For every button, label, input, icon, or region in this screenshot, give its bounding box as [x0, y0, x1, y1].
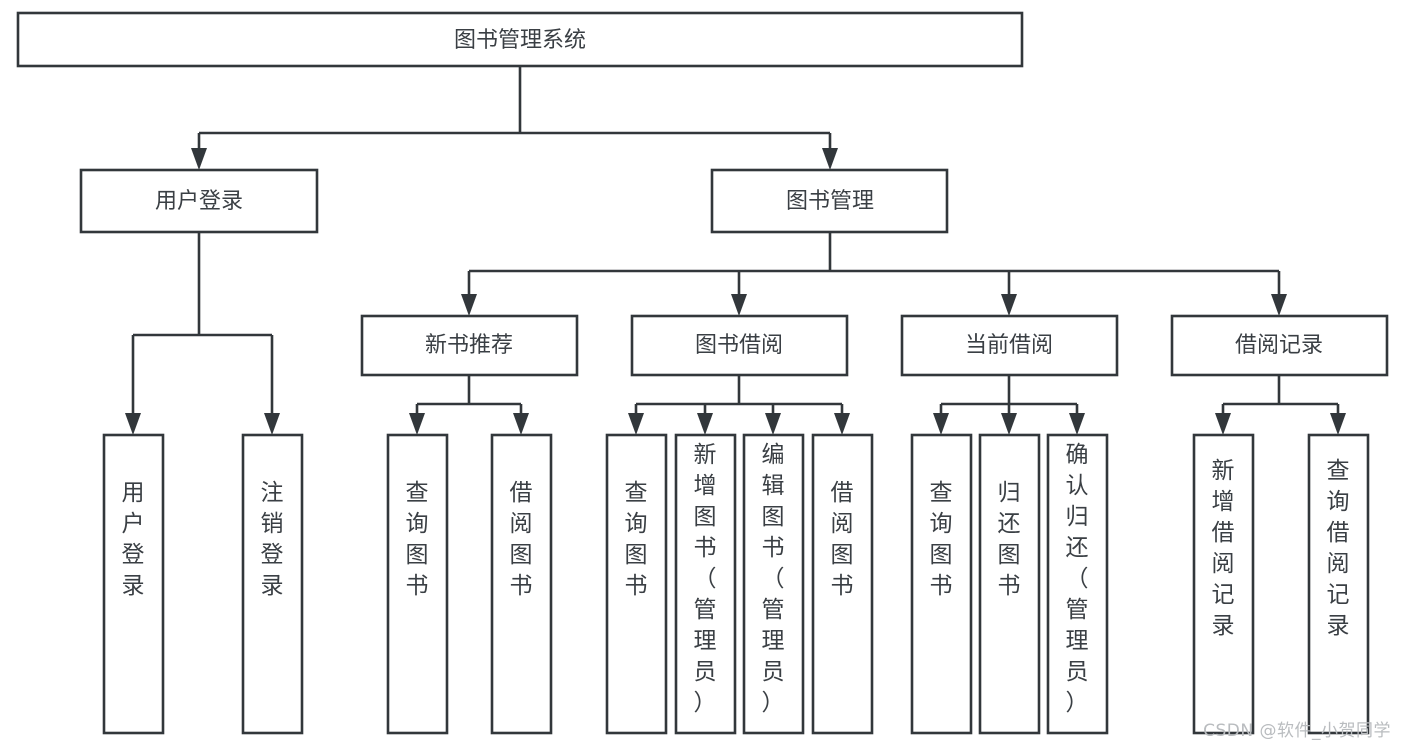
arrowhead-borrow-leaf4: [834, 413, 850, 435]
leaf-borrow-query-book-label: 查询图书: [625, 480, 648, 599]
leaf-recommend-query-book-label: 查询图书: [406, 480, 429, 599]
leaf-recommend-query-book[interactable]: 查询图书: [386, 433, 449, 735]
book-borrow-label: 图书借阅: [695, 333, 783, 358]
leaf-logout-box[interactable]: [241, 433, 304, 735]
leaf-borrow-add-book-label: 新增图书（管理员）: [694, 442, 717, 716]
leaf-borrow-edit-book[interactable]: 编辑图书（管理员）: [742, 433, 805, 735]
arrowhead-current-leaf2: [1001, 413, 1017, 435]
arrowhead-current-borrow: [1001, 294, 1017, 316]
leaf-logout-label: 注销登录: [261, 480, 284, 599]
arrowhead-borrow-leaf1: [628, 413, 644, 435]
arrowhead-current-leaf3: [1069, 413, 1085, 435]
arrowhead-recommend-leaf2: [513, 413, 529, 435]
borrow-record-box[interactable]: [1170, 314, 1389, 377]
book-management-box[interactable]: [710, 168, 949, 234]
current-borrow-box[interactable]: [900, 314, 1119, 377]
book-borrow-box[interactable]: [630, 314, 849, 377]
leaf-recommend-borrow-book-box[interactable]: [490, 433, 553, 735]
leaf-user-login-label: 用户登录: [122, 480, 145, 599]
leaf-current-return-book-box[interactable]: [978, 433, 1041, 735]
arrowhead-borrow-leaf2: [697, 413, 713, 435]
arrowhead-recommend-leaf1: [409, 413, 425, 435]
arrowhead-user-login: [191, 148, 207, 170]
leaf-recommend-borrow-book[interactable]: 借阅图书: [490, 433, 553, 735]
csdn-watermark: CSDN @软件_小贺同学: [1203, 721, 1391, 741]
node-current-borrow[interactable]: 当前借阅: [900, 314, 1119, 377]
leaf-user-login[interactable]: 用户登录: [102, 433, 165, 735]
leaf-borrow-add-book-box[interactable]: [674, 433, 737, 735]
leaf-recommend-query-book-box[interactable]: [386, 433, 449, 735]
current-borrow-label: 当前借阅: [965, 333, 1053, 358]
leaf-record-query[interactable]: 查询借阅记录: [1307, 433, 1370, 735]
leaf-borrow-borrow-book-box[interactable]: [811, 433, 874, 735]
arrowhead-borrow-leaf3: [765, 413, 781, 435]
borrow-record-label: 借阅记录: [1235, 333, 1323, 358]
leaf-current-confirm-return[interactable]: 确认归还（管理员）: [1046, 433, 1109, 735]
node-book-management[interactable]: 图书管理: [710, 168, 949, 234]
arrowhead-current-leaf1: [933, 413, 949, 435]
leaf-current-confirm-return-box[interactable]: [1046, 433, 1109, 735]
leaf-current-return-book-label: 归还图书: [998, 480, 1021, 599]
node-user-login[interactable]: 用户登录: [79, 168, 319, 234]
leaf-current-query-book-box[interactable]: [910, 433, 973, 735]
root-box[interactable]: [16, 11, 1024, 68]
leaf-recommend-borrow-book-label: 借阅图书: [510, 480, 533, 599]
arrowhead-record-leaf2: [1330, 413, 1346, 435]
user-login-box[interactable]: [79, 168, 319, 234]
leaf-user-login-box[interactable]: [102, 433, 165, 735]
arrowhead-book-borrow: [731, 294, 747, 316]
arrowhead-record-leaf1: [1215, 413, 1231, 435]
leaf-record-add-box[interactable]: [1192, 433, 1255, 735]
node-root-book-management-system[interactable]: 图书管理系统: [16, 11, 1024, 68]
leaf-record-add-label: 新增借阅记录: [1212, 458, 1235, 639]
node-borrow-record[interactable]: 借阅记录: [1170, 314, 1389, 377]
leaf-record-query-box[interactable]: [1307, 433, 1370, 735]
leaf-record-add[interactable]: 新增借阅记录: [1192, 433, 1255, 735]
leaf-borrow-query-book[interactable]: 查询图书: [605, 433, 668, 735]
leaf-borrow-add-book[interactable]: 新增图书（管理员）: [674, 433, 737, 735]
leaf-current-return-book[interactable]: 归还图书: [978, 433, 1041, 735]
arrowhead-borrow-record: [1271, 294, 1287, 316]
new-book-recommend-box[interactable]: [360, 314, 579, 377]
node-book-borrow[interactable]: 图书借阅: [630, 314, 849, 377]
leaf-borrow-borrow-book[interactable]: 借阅图书: [811, 433, 874, 735]
leaf-record-query-label: 查询借阅记录: [1327, 458, 1350, 639]
book-management-label: 图书管理: [786, 189, 874, 214]
leaf-borrow-edit-book-box[interactable]: [742, 433, 805, 735]
user-login-label: 用户登录: [155, 189, 243, 214]
arrowhead-leaf-user-login: [125, 413, 141, 435]
leaf-current-query-book[interactable]: 查询图书: [910, 433, 973, 735]
leaf-current-query-book-label: 查询图书: [930, 480, 953, 599]
leaf-current-confirm-return-label: 确认归还（管理员）: [1066, 442, 1089, 716]
arrowhead-leaf-logout: [264, 413, 280, 435]
leaf-borrow-edit-book-label: 编辑图书（管理员）: [762, 442, 785, 716]
node-new-book-recommend[interactable]: 新书推荐: [360, 314, 579, 377]
new-book-recommend-label: 新书推荐: [425, 333, 513, 358]
root-label: 图书管理系统: [454, 28, 586, 53]
arrowhead-book-manage: [822, 148, 838, 170]
edge-layer: [125, 66, 1346, 435]
leaf-borrow-borrow-book-label: 借阅图书: [831, 480, 854, 599]
arrowhead-new-book-recommend: [461, 294, 477, 316]
leaf-logout[interactable]: 注销登录: [241, 433, 304, 735]
leaf-borrow-query-book-box[interactable]: [605, 433, 668, 735]
